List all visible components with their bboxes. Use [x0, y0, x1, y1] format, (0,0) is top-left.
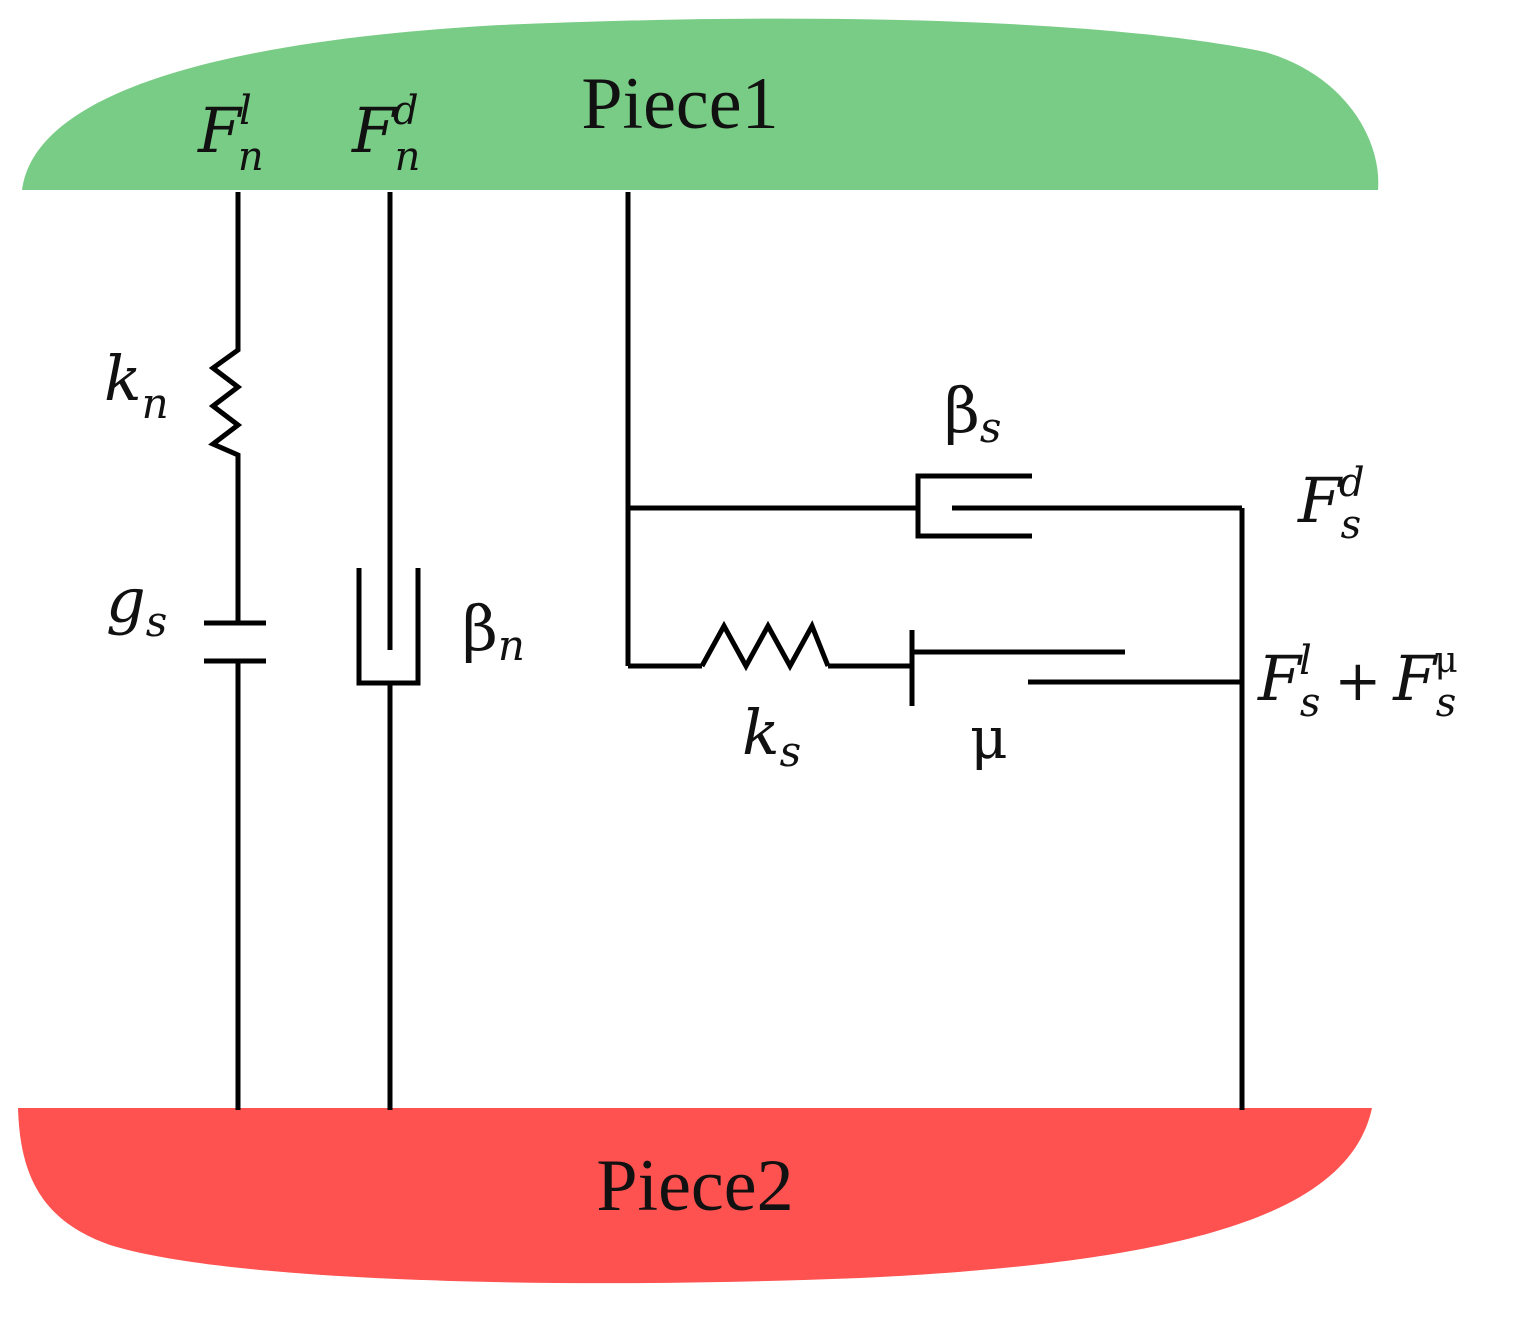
piece1-label: Piece1	[581, 63, 778, 145]
tangential-branch	[625, 192, 1245, 1110]
ks-spring-symbol	[699, 620, 831, 672]
kn-spring-symbol	[208, 340, 243, 462]
beta-s-damper-cup	[915, 473, 1032, 539]
beta-n-label: βn	[462, 592, 525, 670]
kn-label: kn	[104, 342, 169, 428]
piece2-label: Piece2	[596, 1145, 793, 1227]
gs-label: gs	[106, 564, 167, 646]
beta-s-label: βs	[944, 374, 1001, 452]
piece1-body	[22, 18, 1379, 190]
normal-damper-branch	[356, 192, 421, 1110]
ks-label: ks	[742, 696, 801, 776]
normal-spring-gap-branch	[204, 192, 266, 1110]
piece2-body	[18, 1108, 1372, 1284]
mu-label: μ	[970, 704, 1008, 772]
